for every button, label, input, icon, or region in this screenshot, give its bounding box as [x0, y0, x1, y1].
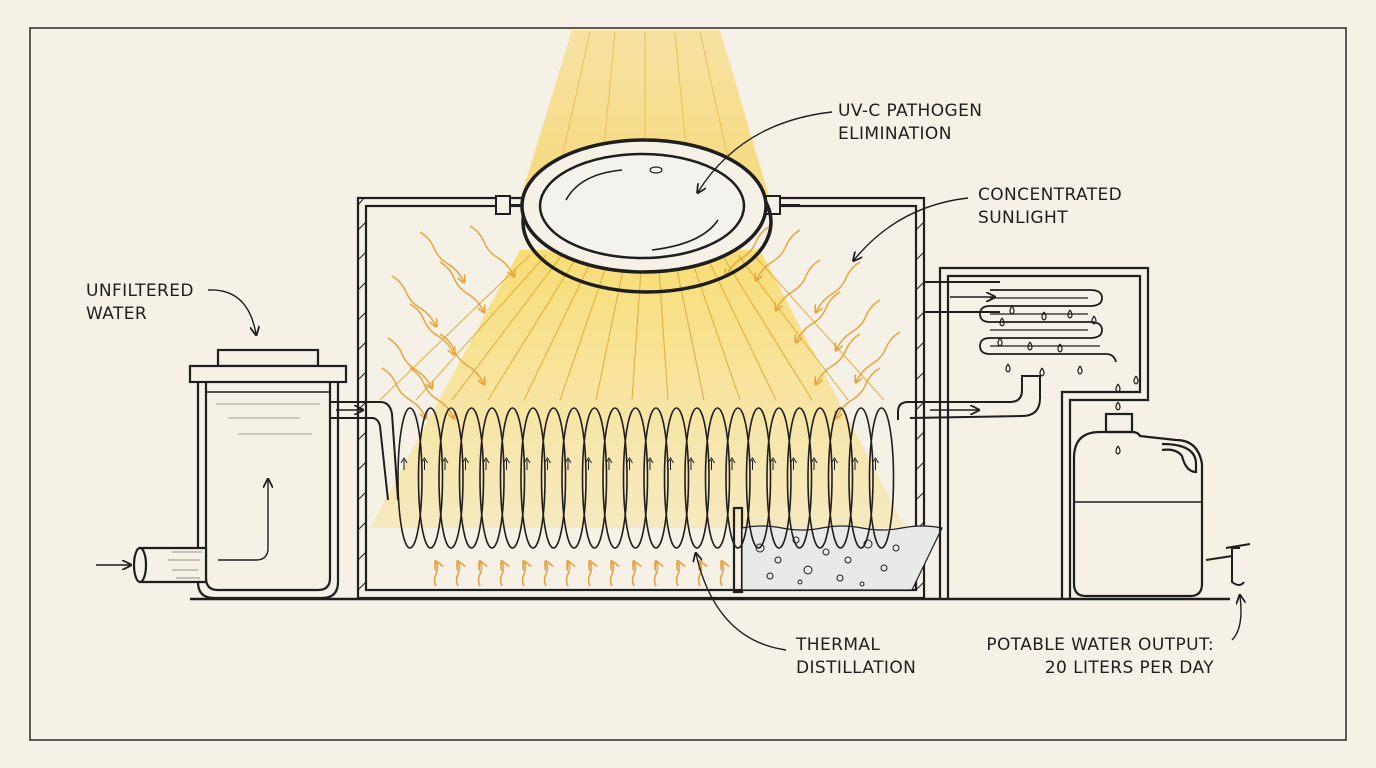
- heating-coil: [397, 407, 895, 549]
- focusing-lens: [495, 138, 800, 294]
- output-callout-arrow: [1231, 596, 1241, 641]
- radiation-arrows: [381, 225, 901, 418]
- callout-arrows: [207, 111, 1241, 651]
- unfiltered-callout-arrow: [207, 289, 256, 334]
- condenser-spiral: [979, 289, 1117, 363]
- thermal-callout-arrow: [696, 554, 787, 651]
- label-uvc-pathogen: UV-C PATHOGEN ELIMINATION: [838, 100, 982, 146]
- label-thermal-line1: THERMAL: [796, 635, 881, 655]
- label-unfiltered-line1: UNFILTERED: [86, 281, 194, 301]
- sunlight-callout-arrow: [854, 197, 969, 260]
- uvc-callout-arrow: [698, 111, 833, 192]
- heat-arrows: [433, 562, 724, 587]
- outlet-pipe: [897, 375, 1041, 420]
- reservoir-water: [741, 525, 943, 591]
- label-concentrated-sunlight: CONCENTRATED SUNLIGHT: [978, 184, 1122, 230]
- inlet-pipe: [330, 401, 399, 501]
- label-thermal-distillation: THERMAL DISTILLATION: [796, 634, 916, 680]
- label-output-line1: POTABLE WATER OUTPUT:: [986, 635, 1214, 655]
- label-sunlight-line1: CONCENTRATED: [978, 185, 1123, 205]
- label-output-line2: 20 LITERS PER DAY: [1044, 658, 1214, 678]
- condenser-box: [924, 266, 1150, 598]
- label-thermal-line2: DISTILLATION: [796, 658, 917, 678]
- water-jug: [1072, 412, 1251, 598]
- source-tank: [132, 348, 348, 600]
- falling-drops: [1115, 375, 1139, 455]
- sketch-frame: [29, 27, 1347, 741]
- label-uvc-line1: UV-C PATHOGEN: [838, 101, 983, 121]
- sunlight-beams: [370, 30, 905, 528]
- label-unfiltered-line2: WATER: [86, 304, 148, 324]
- label-sunlight-line2: SUNLIGHT: [978, 208, 1068, 228]
- label-unfiltered-water: UNFILTERED WATER: [86, 280, 194, 326]
- condensation-droplets: [997, 305, 1097, 377]
- label-uvc-line2: ELIMINATION: [838, 124, 952, 144]
- label-potable-water-output: POTABLE WATER OUTPUT: 20 LITERS PER DAY: [966, 634, 1214, 680]
